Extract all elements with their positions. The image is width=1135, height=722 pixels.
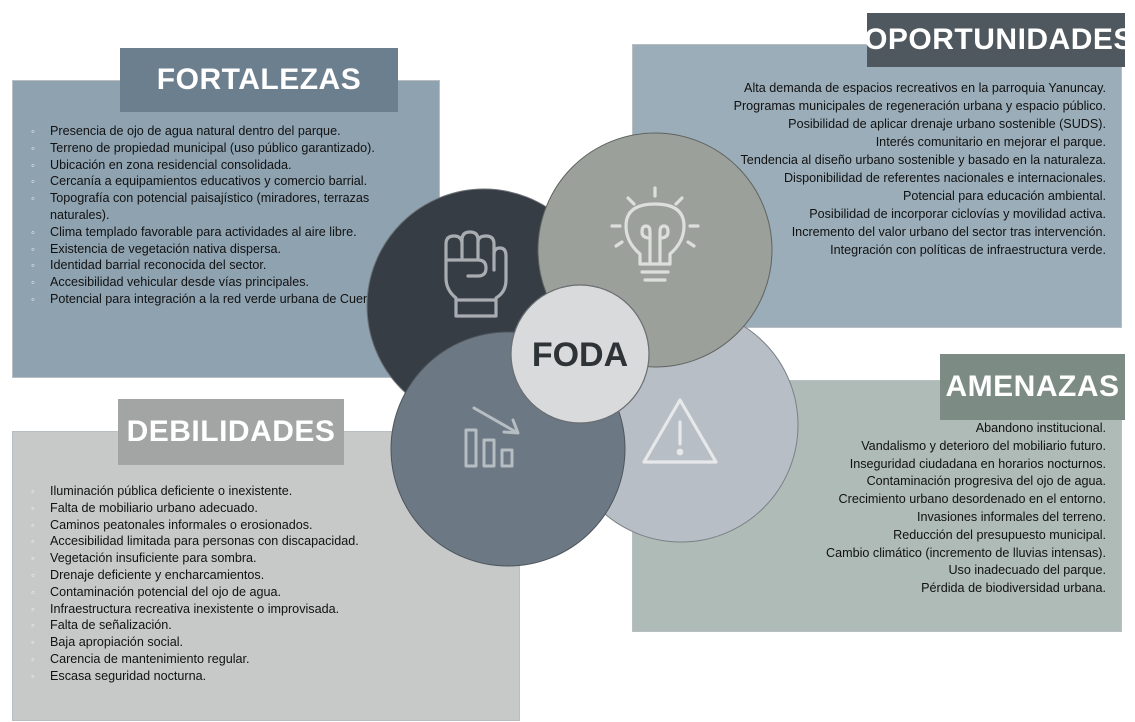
list-item: Programas municipales de regeneración ur… — [733, 99, 1106, 113]
list-item: Accesibilidad vehicular desde vías princ… — [22, 274, 417, 292]
list-item: Invasiones informales del terreno. — [916, 509, 1106, 524]
list-item: Iluminación pública deficiente o inexist… — [22, 483, 382, 501]
list-item: Reducción del presupuesto municipal. — [893, 527, 1106, 542]
fortalezas-title: FORTALEZAS — [120, 48, 398, 112]
raised-fist-icon — [444, 230, 508, 318]
list-item: Contaminación potencial del ojo de agua. — [22, 584, 382, 602]
list-item: Posibilidad de incorporar ciclovías y mo… — [809, 207, 1106, 221]
oportunidades-title: OPORTUNIDADES — [864, 13, 1133, 67]
debilidades-title: DEBILIDADES — [118, 399, 344, 465]
list-item: Falta de señalización. — [22, 617, 382, 635]
list-item: Inseguridad ciudadana en horarios noctur… — [849, 456, 1106, 471]
list-item: Ubicación en zona residencial consolidad… — [22, 157, 417, 175]
list-item: Contaminación progresiva del ojo de agua… — [866, 474, 1106, 489]
list-item: Drenaje deficiente y encharcamientos. — [22, 567, 382, 585]
debilidades-list: Iluminación pública deficiente o inexist… — [22, 483, 382, 685]
list-item: Potencial para integración a la red verd… — [22, 291, 417, 309]
list-item: Uso inadecuado del parque. — [948, 563, 1106, 578]
fortalezas-list: Presencia de ojo de agua natural dentro … — [22, 123, 417, 309]
center-circle — [510, 284, 650, 424]
list-item: Incremento del valor urbano del sector t… — [791, 225, 1106, 239]
list-item: Falta de mobiliario urbano adecuado. — [22, 500, 382, 518]
list-item: Abandono institucional. — [975, 421, 1106, 435]
list-item: Terreno de propiedad municipal (uso públ… — [22, 140, 417, 158]
list-item: Clima templado favorable para actividade… — [22, 224, 417, 242]
oportunidades-list: Alta demanda de espacios recreativos en … — [606, 79, 1106, 259]
list-item: Posibilidad de aplicar drenaje urbano so… — [788, 117, 1106, 131]
list-item: Carencia de mantenimiento regular. — [22, 651, 382, 669]
list-item: Infraestructura recreativa inexistente o… — [22, 601, 382, 619]
list-item: Identidad barrial reconocida del sector. — [22, 257, 417, 275]
list-item: Alta demanda de espacios recreativos en … — [744, 81, 1106, 95]
list-item: Interés comunitario en mejorar el parque… — [875, 135, 1106, 149]
list-item: Escasa seguridad nocturna. — [22, 668, 382, 686]
list-item: Presencia de ojo de agua natural dentro … — [22, 123, 417, 141]
list-item: Accesibilidad limitada para personas con… — [22, 533, 382, 551]
list-item: Pérdida de biodiversidad urbana. — [921, 581, 1106, 596]
amenazas-title: AMENAZAS — [940, 354, 1125, 420]
list-item: Cambio climático (incremento de lluvias … — [826, 545, 1106, 560]
list-item: Disponibilidad de referentes nacionales … — [783, 171, 1106, 185]
list-item: Existencia de vegetación nativa dispersa… — [22, 241, 417, 259]
list-item: Tendencia al diseño urbano sostenible y … — [740, 153, 1106, 167]
center-label: FODA — [532, 336, 628, 374]
amenazas-list: Abandono institucional. Vandalismo y det… — [666, 420, 1106, 598]
list-item: Baja apropiación social. — [22, 634, 382, 652]
list-item: Caminos peatonales informales o erosiona… — [22, 517, 382, 535]
list-item: Topografía con potencial paisajístico (m… — [22, 190, 417, 224]
list-item: Vandalismo y deterioro del mobiliario fu… — [861, 438, 1106, 453]
list-item: Cercanía a equipamientos educativos y co… — [22, 173, 417, 191]
list-item: Vegetación insuficiente para sombra. — [22, 550, 382, 568]
list-item: Integración con políticas de infraestruc… — [830, 243, 1106, 257]
list-item: Potencial para educación ambiental. — [902, 189, 1106, 203]
list-item: Crecimiento urbano desordenado en el ent… — [838, 492, 1106, 507]
